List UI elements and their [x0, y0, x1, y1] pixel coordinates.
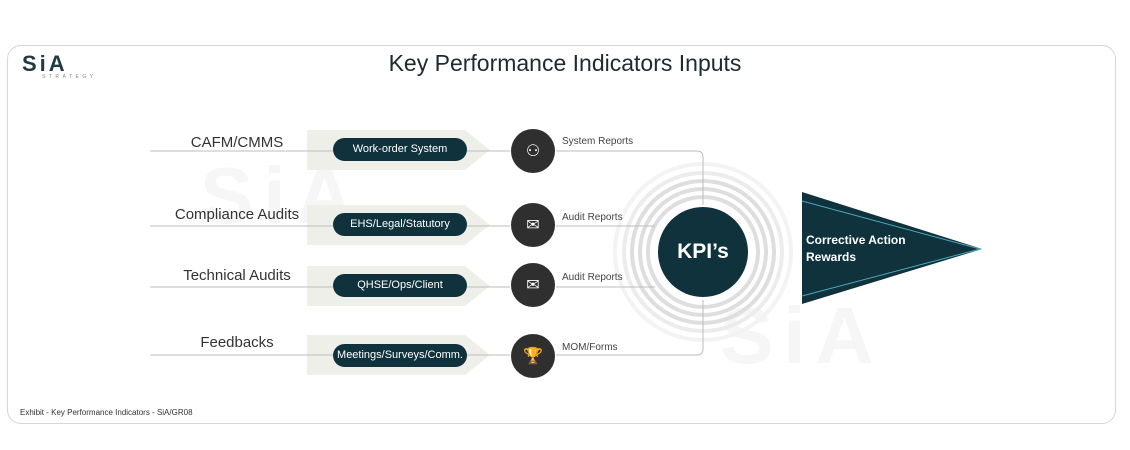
logo-text: SiA	[22, 51, 68, 76]
kpi-circle: KPI’s	[658, 207, 748, 297]
system-pill: QHSE/Ops/Client	[333, 274, 467, 297]
footer-caption: Exhibit - Key Performance Indicators - S…	[20, 408, 193, 417]
exhibit-frame	[7, 45, 1116, 424]
system-pill: EHS/Legal/Statutory	[333, 213, 467, 236]
watermark-logo: SiA	[720, 291, 884, 380]
report-label: System Reports	[562, 136, 634, 147]
logo-subtext: STRATEGY	[42, 74, 97, 80]
outcome-label: Corrective Action Rewards	[806, 232, 906, 266]
system-pill: Meetings/Surveys/Comm.	[333, 344, 467, 367]
outcome-triangle	[802, 192, 982, 304]
chevrons	[307, 130, 490, 375]
mail-inbox-icon: ✉	[511, 263, 555, 307]
report-label: Audit Reports	[562, 272, 623, 283]
source-label: Feedbacks	[200, 334, 274, 351]
outcome-line1: Corrective Action	[806, 233, 906, 247]
source-label: Technical Audits	[183, 267, 291, 284]
mail-inbox-icon: ✉	[511, 203, 555, 247]
source-label: CAFM/CMMS	[190, 134, 284, 151]
page-title: Key Performance Indicators Inputs	[388, 50, 742, 76]
report-label: MOM/Forms	[562, 342, 618, 353]
user-network-icon: ⚇	[511, 129, 555, 173]
system-pill: Work-order System	[333, 138, 467, 161]
report-label: Audit Reports	[562, 212, 623, 223]
outcome-line2: Rewards	[806, 250, 857, 264]
logo: SiA STRATEGY	[22, 51, 97, 81]
source-label: Compliance Audits	[174, 206, 300, 223]
trophy-icon: 🏆	[511, 334, 555, 378]
